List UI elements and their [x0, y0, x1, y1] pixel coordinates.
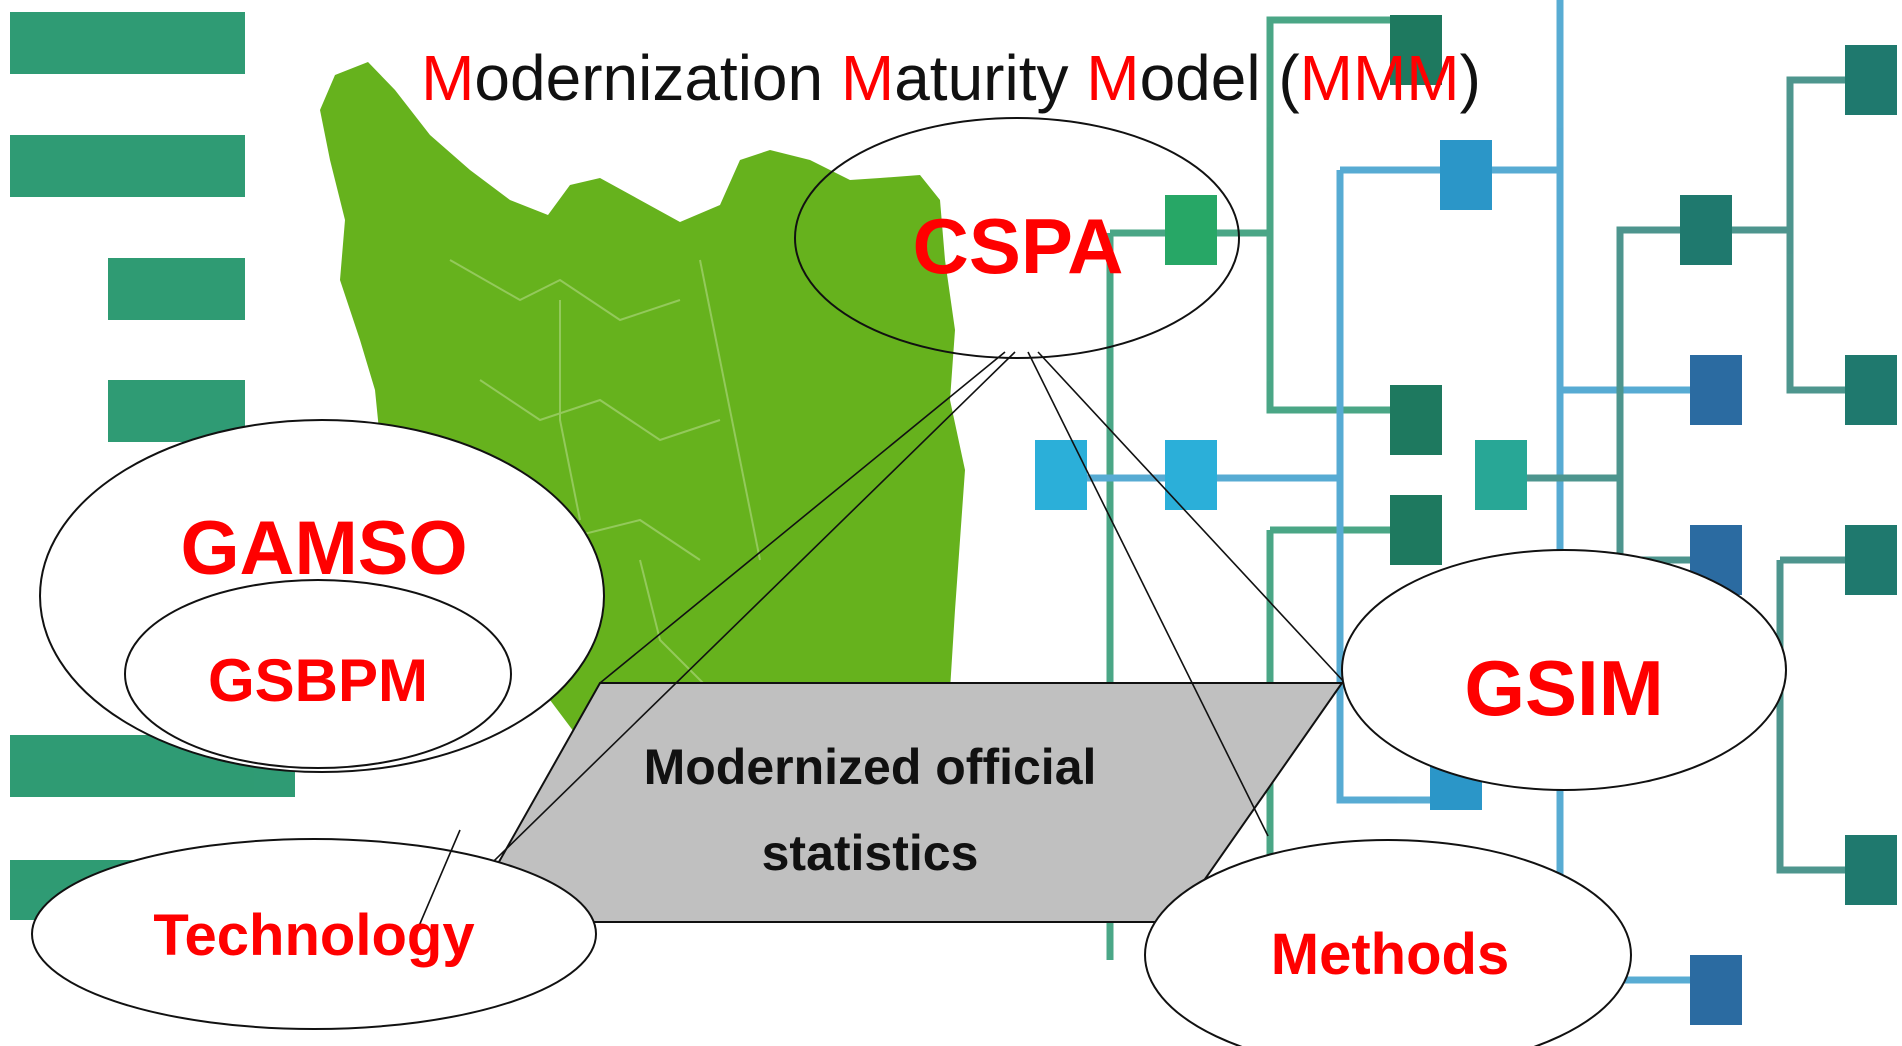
methods-label: Methods: [1270, 922, 1510, 987]
technology-connector-stub: [412, 829, 461, 941]
gsbpm-label: GSBPM: [207, 647, 429, 714]
network-squares: [1035, 15, 1897, 1025]
title-highlight-letter: MMM: [1299, 42, 1460, 114]
title-text-segment: odel (: [1139, 42, 1300, 114]
title-text-segment: aturity: [894, 42, 1087, 114]
cspa-label: CSPA: [912, 202, 1124, 290]
gsim-ellipse: [1341, 549, 1787, 791]
technology-label: Technology: [153, 903, 475, 968]
methods-ellipse: [1144, 839, 1632, 1046]
green-map-shape: [320, 62, 965, 790]
title-highlight-letter: M: [421, 42, 475, 114]
gamso-label: GAMSO: [180, 506, 468, 591]
center-caption-line-2: statistics: [761, 825, 979, 881]
center-caption: Modernized official statistics: [570, 724, 1170, 896]
title-text-segment: ): [1459, 42, 1481, 114]
gsbpm-ellipse: [124, 579, 512, 769]
connector-lines: [412, 351, 1346, 941]
cspa-ellipse: [794, 117, 1240, 359]
center-caption-line-1: Modernized official: [643, 739, 1097, 795]
title-highlight-letter: M: [840, 42, 895, 114]
page-title: Modernization Maturity Model (MMM): [0, 46, 1902, 110]
title-text-segment: odernization: [474, 42, 841, 114]
title-highlight-letter: M: [1086, 42, 1140, 114]
technology-ellipse: [31, 838, 597, 1030]
gsim-label: GSIM: [1464, 644, 1664, 732]
